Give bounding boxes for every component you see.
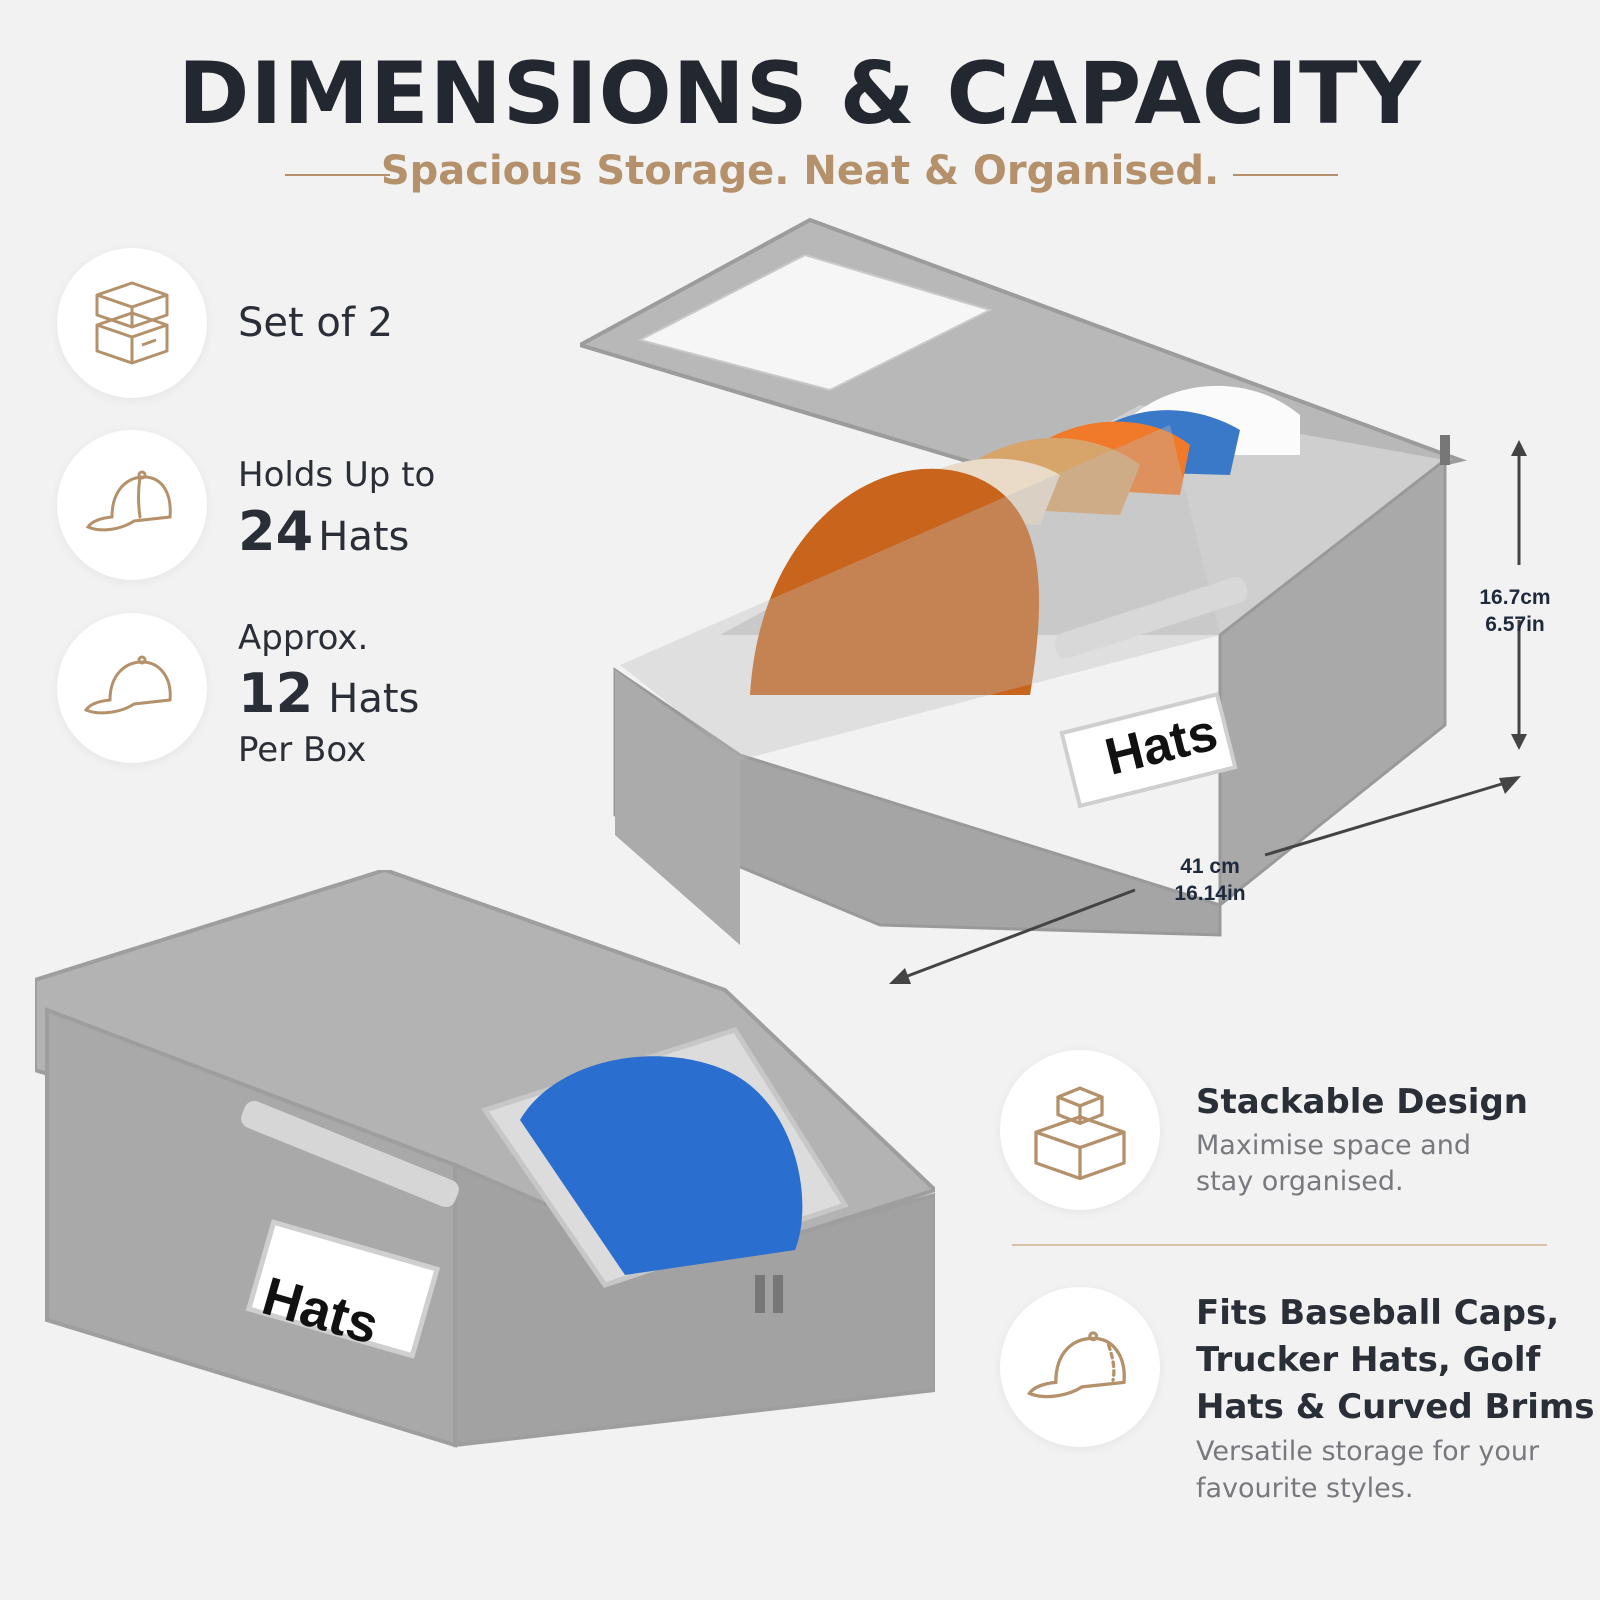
fits-desc-1: Versatile storage for your [1196,1436,1540,1467]
feature-icon-circle [1000,1287,1160,1447]
feature-approx-value: 12 Hats [238,662,419,725]
feature-approx-label: Approx. [238,618,369,658]
feature-icon-circle [57,430,207,580]
feature-per-box: Per Box [238,730,367,770]
stackable-desc-2: stay organised. [1196,1166,1404,1197]
fits-title-2: Trucker Hats, Golf [1196,1340,1541,1380]
height-cm: 16.7cm [1479,586,1551,609]
fits-desc-2: favourite styles. [1196,1473,1414,1504]
feature-icon-circle [57,248,207,398]
height-arrow-icon [1511,440,1527,750]
fits-title-1: Fits Baseball Caps, [1196,1293,1560,1333]
section-divider [1012,1244,1547,1246]
height-dimension: 16.7cm 6.57in [1460,584,1570,638]
hat-rust [750,468,1040,695]
baseball-cap-icon [83,655,172,715]
box-handle [1054,577,1248,659]
page-title: DIMENSIONS & CAPACITY [178,44,1422,144]
label-holder [245,1219,441,1359]
stackable-title: Stackable Design [1196,1082,1528,1122]
fitted-cap-icon [1026,1331,1126,1399]
height-in: 6.57in [1485,613,1545,636]
length-cm: 41 cm [1180,855,1240,878]
product-illustration-open-box [580,217,1467,945]
lid-window-icon [637,253,993,392]
subtitle-rule-right [1233,174,1338,176]
stackable-desc-1: Maximise space and [1196,1130,1471,1161]
feature-holds-value: 24 Hats [238,500,409,563]
stack-boxes-icon [1034,1086,1126,1181]
trucker-cap-icon [85,470,172,532]
feature-holds-label: Holds Up to [238,455,436,495]
box-side-wall [620,425,1220,760]
page-subtitle: Spacious Storage. Neat & Organised. [380,148,1220,194]
hat-blue-window [520,1056,803,1275]
length-in: 16.14in [1174,882,1246,905]
feature-icon-circle [57,613,207,763]
approx-number: 12 [238,662,314,725]
zipper-pull-icon [755,1275,765,1313]
subtitle-rule-left [285,174,390,176]
fits-title-3: Hats & Curved Brims [1196,1387,1595,1427]
length-arrow-icon [889,776,1521,984]
stacked-boxes-icon [95,281,169,365]
holds-unit: Hats [318,514,410,560]
feature-set-of-2: Set of 2 [238,300,394,346]
approx-unit: Hats [328,676,420,722]
holds-number: 24 [238,500,314,563]
feature-icon-circle [1000,1050,1160,1210]
product-illustration-closed-box [35,870,935,1448]
length-dimension: 41 cm 16.14in [1150,853,1270,907]
label-holder [1059,691,1238,809]
zipper-pull-icon [1440,435,1450,465]
box-handle [241,1100,459,1208]
